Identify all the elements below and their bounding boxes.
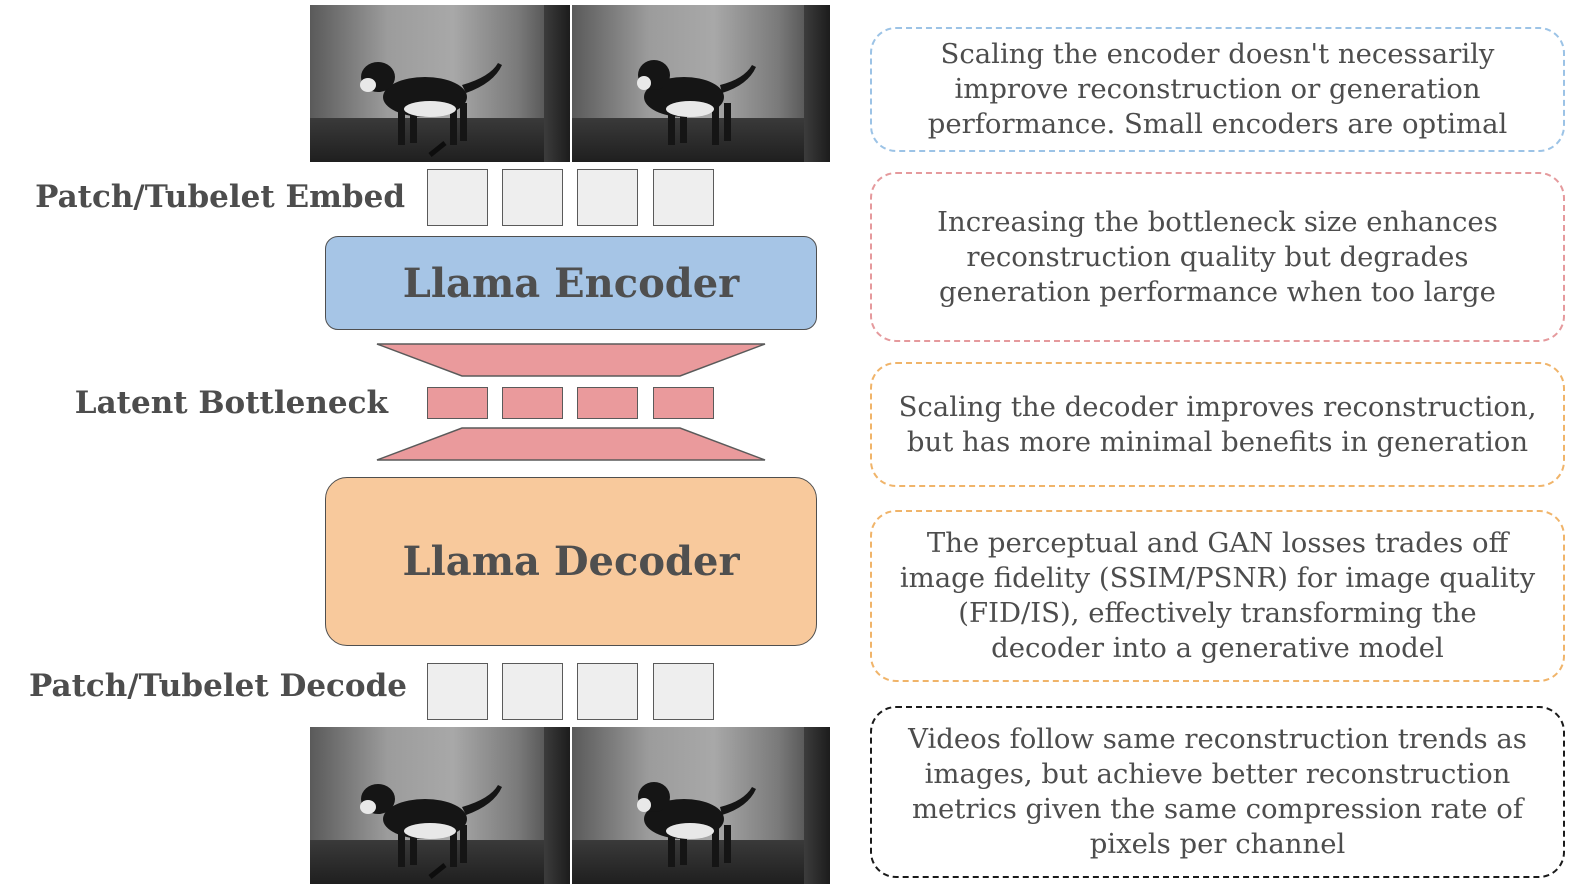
llama-decoder-block: Llama Decoder — [325, 477, 817, 646]
decoder-note: Scaling the decoder improves reconstruct… — [870, 362, 1565, 487]
llama-encoder-block: Llama Encoder — [325, 236, 817, 330]
bottleneck-trapezoids — [376, 343, 766, 461]
video-note: Videos follow same reconstruction trends… — [870, 706, 1565, 878]
latent-token — [427, 387, 488, 419]
llama-decoder-label: Llama Decoder — [402, 538, 740, 585]
bottleneck-note-text: Increasing the bottleneck size enhances … — [937, 205, 1498, 308]
embed-token — [577, 169, 638, 226]
decode-token — [427, 663, 488, 720]
patch-embed-label: Patch/Tubelet Embed — [35, 179, 405, 215]
output-frame-1 — [310, 727, 570, 884]
decoder-note-text: Scaling the decoder improves reconstruct… — [898, 390, 1537, 458]
latent-token — [577, 387, 638, 419]
latent-token — [653, 387, 714, 419]
llama-encoder-label: Llama Encoder — [402, 259, 740, 307]
latent-token — [502, 387, 563, 419]
patch-decode-label: Patch/Tubelet Decode — [29, 668, 407, 704]
embed-token — [653, 169, 714, 226]
decode-token — [577, 663, 638, 720]
dog-image — [637, 782, 756, 867]
gan-loss-note: The perceptual and GAN losses trades off… — [870, 510, 1565, 682]
video-note-text: Videos follow same reconstruction trends… — [908, 723, 1527, 860]
embed-token — [427, 169, 488, 226]
gan-loss-note-text: The perceptual and GAN losses trades off… — [899, 527, 1536, 664]
encoder-note: Scaling the encoder doesn't necessarily … — [870, 27, 1565, 152]
dog-image — [360, 62, 502, 157]
embed-token — [502, 169, 563, 226]
output-frame-2 — [572, 727, 830, 884]
latent-bottleneck-label: Latent Bottleneck — [74, 385, 388, 421]
compress-trapezoid — [376, 343, 766, 377]
decode-token — [502, 663, 563, 720]
encoder-note-text: Scaling the encoder doesn't necessarily … — [927, 38, 1508, 140]
expand-trapezoid — [376, 427, 766, 461]
dog-image — [360, 784, 502, 879]
decode-token — [653, 663, 714, 720]
input-frame-2 — [572, 5, 830, 162]
input-frame-1 — [310, 5, 570, 162]
dog-image — [637, 60, 756, 145]
bottleneck-note: Increasing the bottleneck size enhances … — [870, 172, 1565, 342]
